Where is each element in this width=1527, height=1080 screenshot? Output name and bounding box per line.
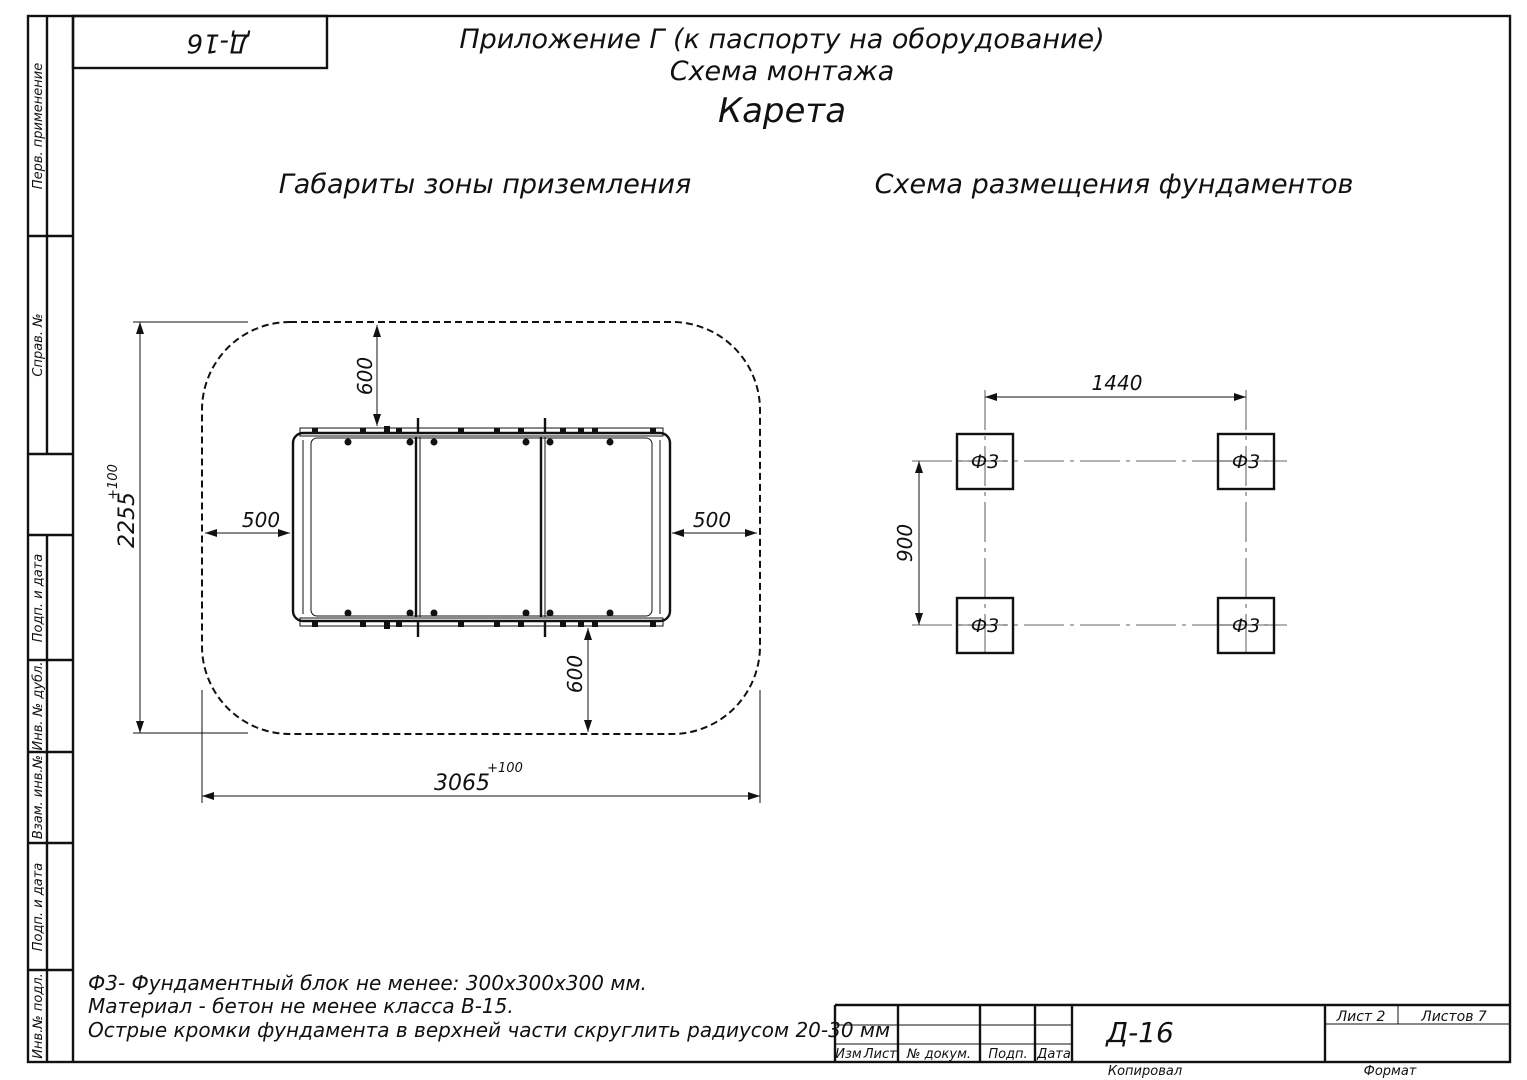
- footing-bottom-left: [955, 596, 1015, 655]
- title-appendix: Приложение Г (к паспорту на оборудование…: [459, 24, 1104, 55]
- dim-right-500: 500: [693, 508, 731, 532]
- dim-height-2255: 2255: [115, 492, 140, 548]
- dim-width-3065: 3065: [434, 771, 490, 796]
- sheet-outer-frame: [26, 14, 1512, 1064]
- tb-sheet: Лист 2: [1336, 1009, 1386, 1025]
- tb-format: Формат: [1364, 1064, 1417, 1079]
- foundation-layout-drawing: Ф3 Ф3 Ф3 Ф3 1440 900: [893, 371, 1287, 655]
- dim-left-500: 500: [242, 508, 280, 532]
- dim-bottom-600: 600: [563, 655, 587, 693]
- note-line-3: Острые кромки фундамента в верхней части…: [88, 1018, 890, 1042]
- side-stamp-podp1: Подп. и дата: [31, 554, 46, 643]
- doc-code-inverted: Д-16: [187, 28, 251, 58]
- title-product: Карета: [718, 91, 846, 131]
- dim-top-600: 600: [353, 357, 377, 395]
- footing-label-bl: Ф3: [971, 615, 999, 637]
- tb-col-doc: № докум.: [906, 1047, 971, 1062]
- dim-1440: 1440: [1092, 371, 1143, 395]
- left-section-title: Габариты зоны приземления: [279, 169, 692, 200]
- footing-top-right: [1216, 432, 1276, 491]
- footing-label-tl: Ф3: [971, 451, 999, 473]
- doc-code-box: [71, 14, 329, 70]
- dim-width-tolerance: +100: [487, 761, 523, 776]
- landing-zone-drawing: 600 600 500 500 2255 +100 3065 +100: [106, 321, 761, 803]
- footing-label-br: Ф3: [1232, 615, 1260, 637]
- side-stamp-inv-dubl: Инв. № дубл.: [31, 662, 46, 751]
- right-section-title: Схема размещения фундаментов: [875, 169, 1354, 200]
- dim-900: 900: [893, 524, 917, 562]
- side-stamp-perv: Перв. применение: [31, 63, 46, 189]
- side-stamp-podp2: Подп. и дата: [31, 863, 46, 952]
- tb-col-data: Дата: [1036, 1047, 1071, 1062]
- dim-height-tolerance: +100: [106, 464, 121, 500]
- tb-sheets: Листов 7: [1420, 1009, 1487, 1025]
- footing-top-left: [955, 432, 1015, 491]
- note-line-1: Ф3- Фундаментный блок не менее: 300х300х…: [88, 971, 647, 995]
- side-stamp-sprav: Справ. №: [31, 313, 46, 376]
- carriage-seat-area: [310, 437, 653, 617]
- carriage-frame: [291, 431, 672, 623]
- side-stamp-vzam: Взам. инв.№: [31, 755, 46, 839]
- tb-copied: Копировал: [1108, 1064, 1182, 1079]
- footing-bottom-right: [1216, 596, 1276, 655]
- landing-zone-outline: [201, 321, 761, 735]
- tb-col-podp: Подп.: [988, 1047, 1027, 1062]
- note-line-2: Материал - бетон не менее класса В-15.: [88, 994, 514, 1018]
- tb-designation: Д-16: [1104, 1016, 1174, 1049]
- footing-label-tr: Ф3: [1232, 451, 1260, 473]
- title-scheme: Схема монтажа: [670, 56, 895, 87]
- side-stamp-inv-podl: Инв.№ подл.: [31, 973, 46, 1059]
